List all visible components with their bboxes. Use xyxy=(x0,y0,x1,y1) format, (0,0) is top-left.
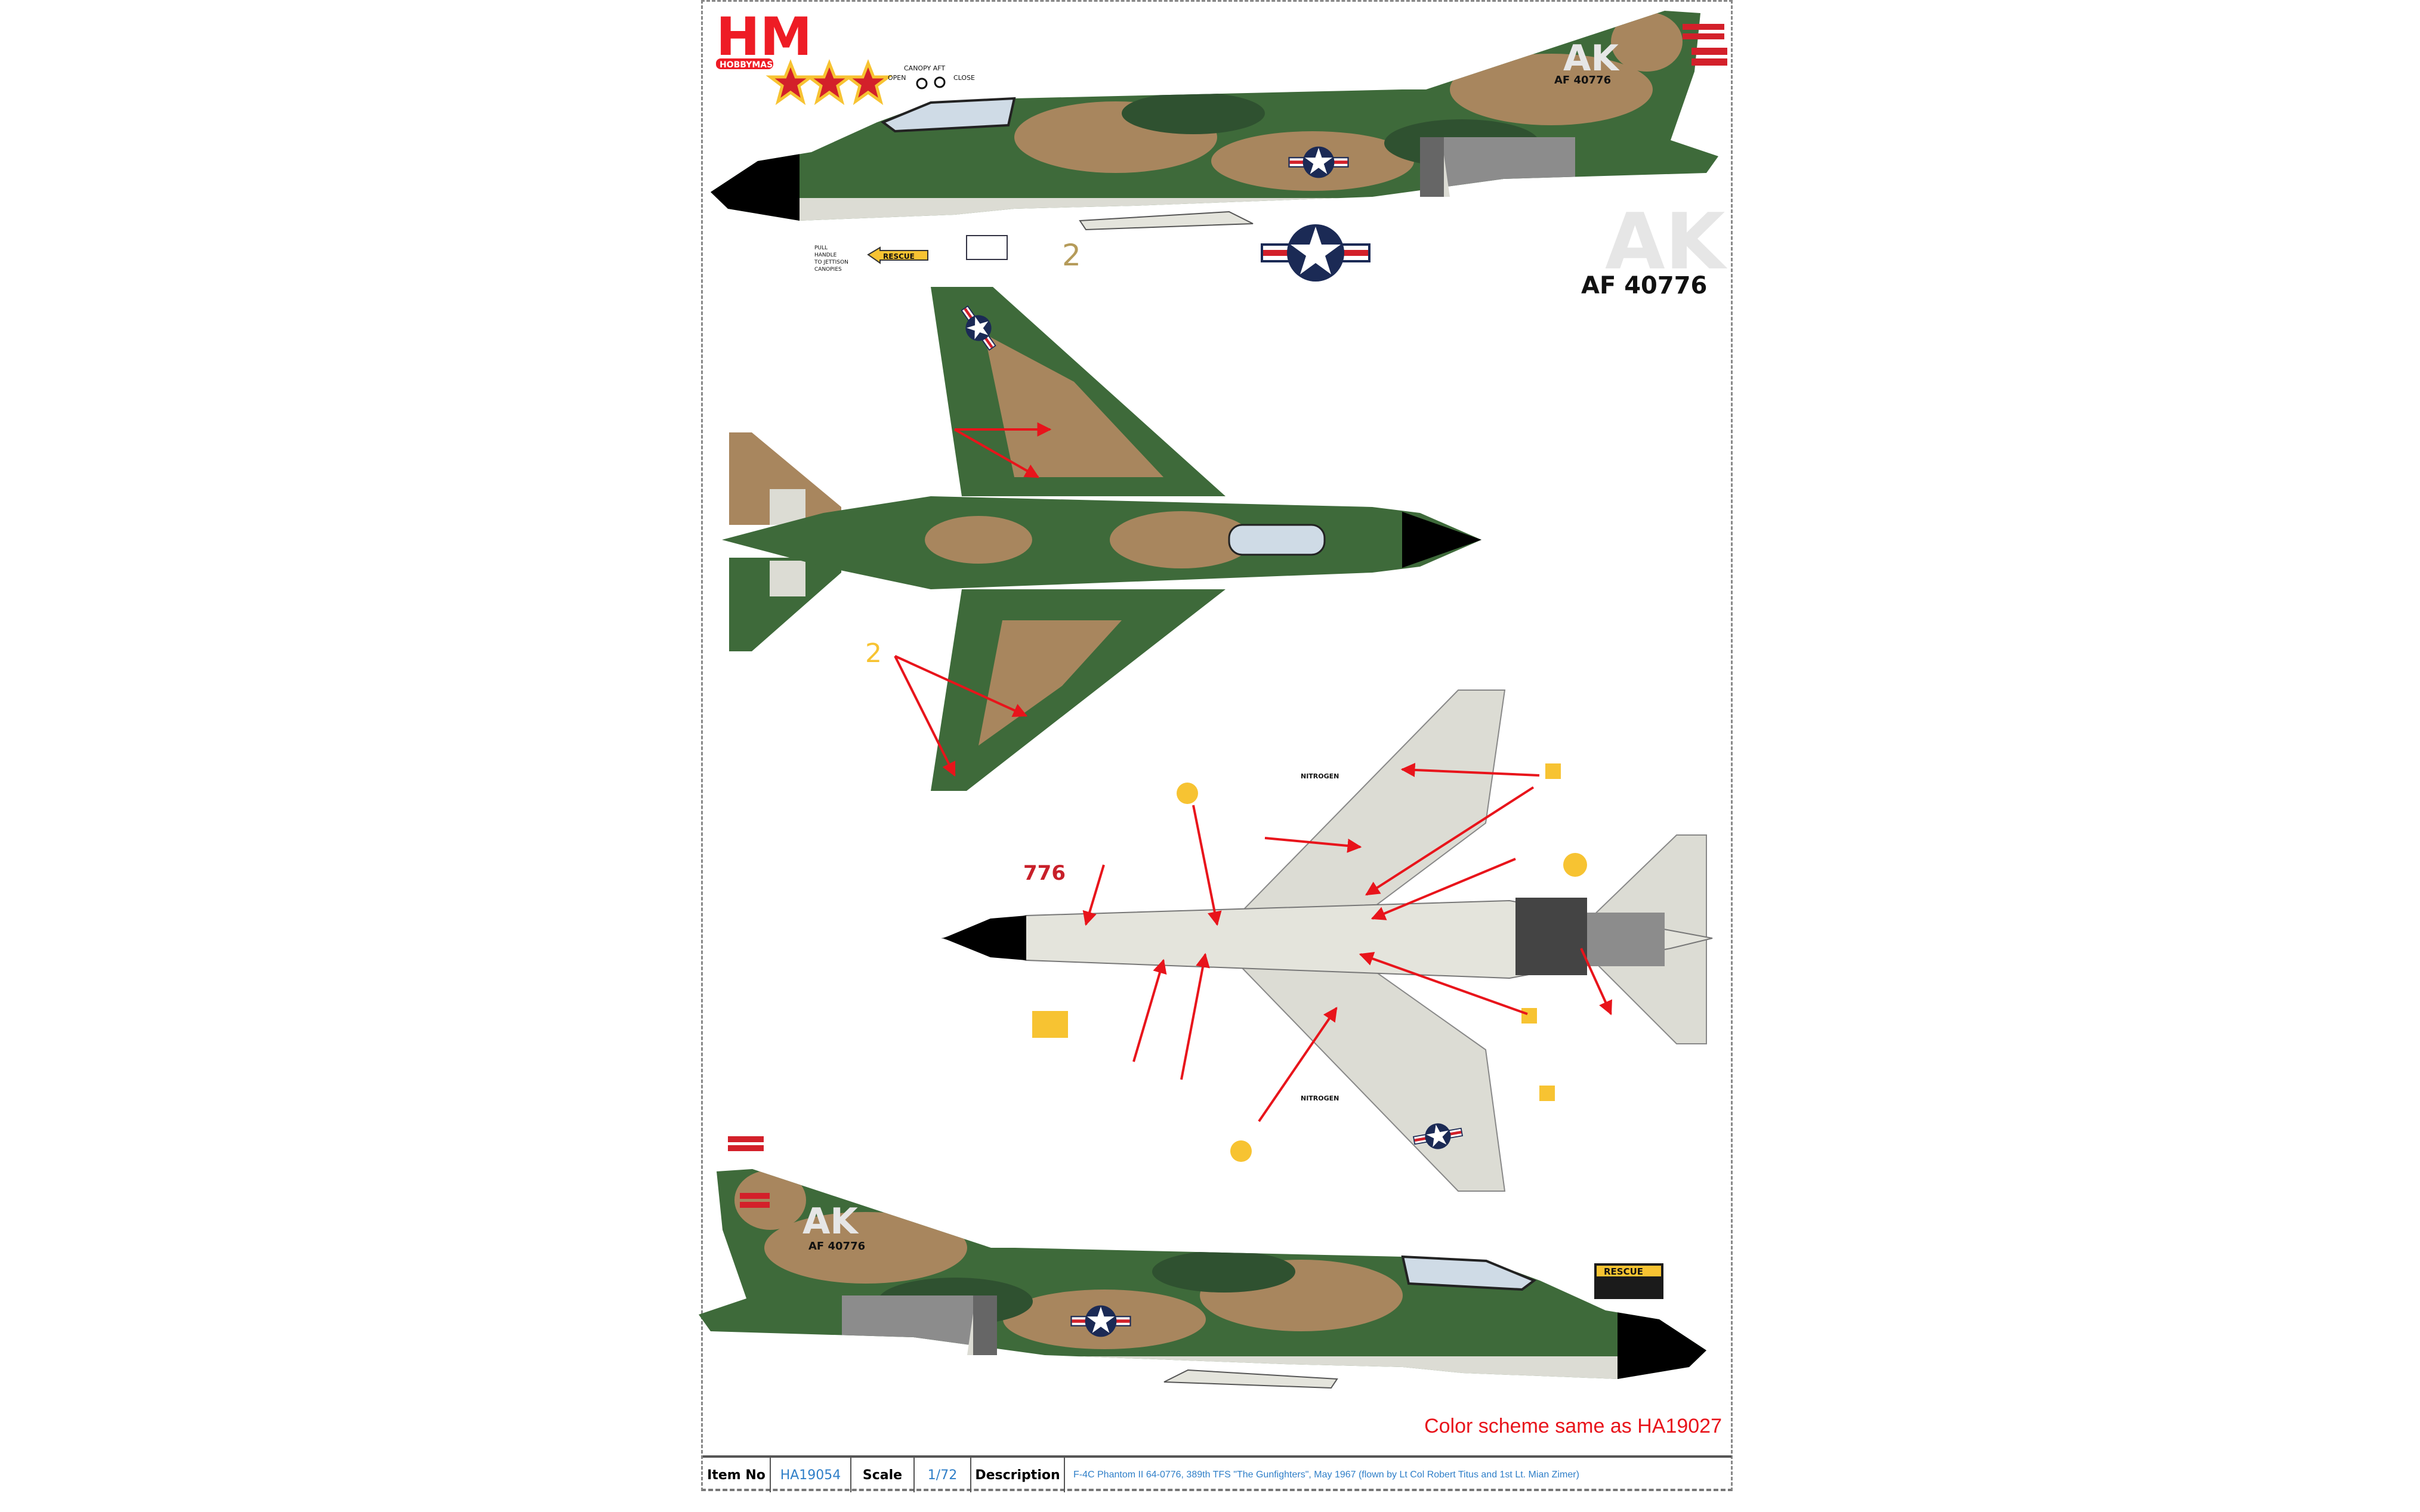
svg-text:NITROGEN: NITROGEN xyxy=(1301,772,1339,780)
svg-text:TO JETTISON: TO JETTISON xyxy=(814,259,848,265)
svg-text:RESCUE: RESCUE xyxy=(883,252,915,261)
svg-text:2: 2 xyxy=(865,638,882,669)
nose-number: 776 xyxy=(1023,861,1066,885)
description-value: F-4C Phantom II 64-0776, 389th TFS "The … xyxy=(1073,1470,1579,1480)
svg-text:AF 40776: AF 40776 xyxy=(808,1240,865,1253)
info-table: Item No HA19054 Scale 1/72 Description F… xyxy=(703,1455,1731,1492)
serial-large: AF 40776 xyxy=(1581,272,1707,299)
profile-sheet xyxy=(701,0,1733,1491)
color-scheme-note: Color scheme same as HA19027 xyxy=(1424,1415,1722,1437)
tail-code: AK xyxy=(1563,38,1620,79)
svg-text:2: 2 xyxy=(1062,238,1081,273)
description-label: Description xyxy=(971,1458,1065,1492)
svg-text:HM: HM xyxy=(716,6,812,67)
svg-text:PULL: PULL xyxy=(814,245,828,251)
svg-text:HANDLE: HANDLE xyxy=(814,252,837,258)
item-no-label: Item No xyxy=(703,1458,771,1492)
canopy-close-label: CLOSE xyxy=(953,74,975,82)
svg-text:NITROGEN: NITROGEN xyxy=(1301,1094,1339,1102)
canopy-aft-label: CANOPY AFT xyxy=(904,64,945,72)
scale-label: Scale xyxy=(851,1458,915,1492)
bottom-view: 776 NITROGEN NITROGEN xyxy=(941,689,1713,1192)
svg-text:RESCUE: RESCUE xyxy=(1604,1266,1643,1277)
top-view: 2 xyxy=(722,287,1481,791)
left-side-profile: AK AF 40776 OPEN CANOPY AFT CLOSE PULL H… xyxy=(704,0,1730,299)
tail-code-large: AK xyxy=(1605,196,1728,287)
canopy-open-label: OPEN xyxy=(888,74,906,82)
hobbymaster-logo: HM HOBBYMASTER xyxy=(716,6,812,70)
svg-text:CANOPIES: CANOPIES xyxy=(814,267,842,273)
svg-text:HOBBYMASTER: HOBBYMASTER xyxy=(720,60,791,70)
tail-code-right: AK xyxy=(802,1201,859,1242)
tail-serial: AF 40776 xyxy=(1554,74,1611,86)
item-no-value: HA19054 xyxy=(771,1458,851,1492)
scale-value: 1/72 xyxy=(915,1458,971,1492)
right-side-profile: AK AF 40776 RESCUE xyxy=(687,1136,1713,1397)
